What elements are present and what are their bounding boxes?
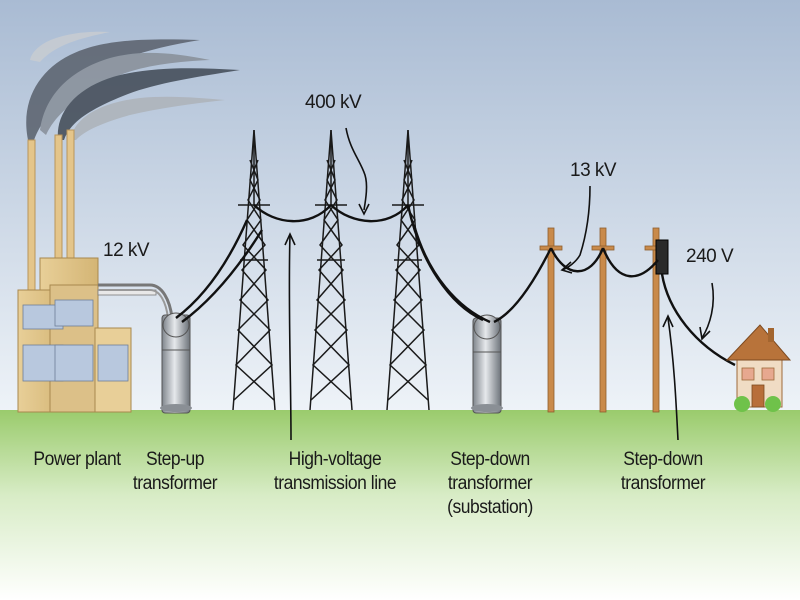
tower-1	[232, 129, 276, 411]
voltage-label-13kv: 13 kV	[570, 160, 617, 181]
smoke-plumes	[26, 31, 240, 140]
plant-feed-line	[98, 283, 174, 319]
voltage-label-12kv: 12 kV	[103, 240, 150, 261]
caption-substation: Step-down transformer (substation)	[435, 448, 545, 520]
plant-feed-line-2	[98, 289, 169, 319]
voltage-label-240v: 240 V	[686, 246, 734, 267]
transmission-wires	[175, 204, 491, 324]
step-up-transformer	[160, 312, 192, 414]
pole-transformer	[655, 239, 669, 275]
caption-hv-line-line2: transmission line	[273, 473, 397, 494]
caption-substation-line3: (substation)	[447, 497, 533, 518]
caption-step-down-line1: Step-down	[623, 449, 703, 470]
caption-step-down: Step-down transformer	[608, 448, 718, 496]
power-plant	[17, 129, 157, 413]
ground	[0, 410, 800, 600]
transmission-towers	[232, 129, 430, 411]
caption-step-up-line2: transformer	[132, 473, 218, 494]
caption-power-plant-text: Power plant	[33, 449, 121, 470]
caption-substation-line1: Step-down	[450, 449, 530, 470]
tower-3	[386, 129, 430, 411]
caption-hv-line-line1: High-voltage	[288, 449, 382, 470]
substation-transformer	[471, 314, 503, 414]
caption-step-down-line2: transformer	[620, 473, 706, 494]
caption-substation-line2: transformer	[447, 473, 533, 494]
distribution-wires	[493, 247, 736, 367]
caption-power-plant: Power plant	[26, 448, 127, 472]
tower-2	[309, 129, 353, 411]
caption-hv-line: High-voltage transmission line	[261, 448, 408, 496]
caption-step-up: Step-up transformer	[124, 448, 225, 496]
caption-step-up-line1: Step-up	[145, 449, 204, 470]
callout-arrows	[284, 127, 715, 441]
voltage-label-400kv: 400 kV	[305, 92, 362, 113]
house	[725, 324, 792, 412]
